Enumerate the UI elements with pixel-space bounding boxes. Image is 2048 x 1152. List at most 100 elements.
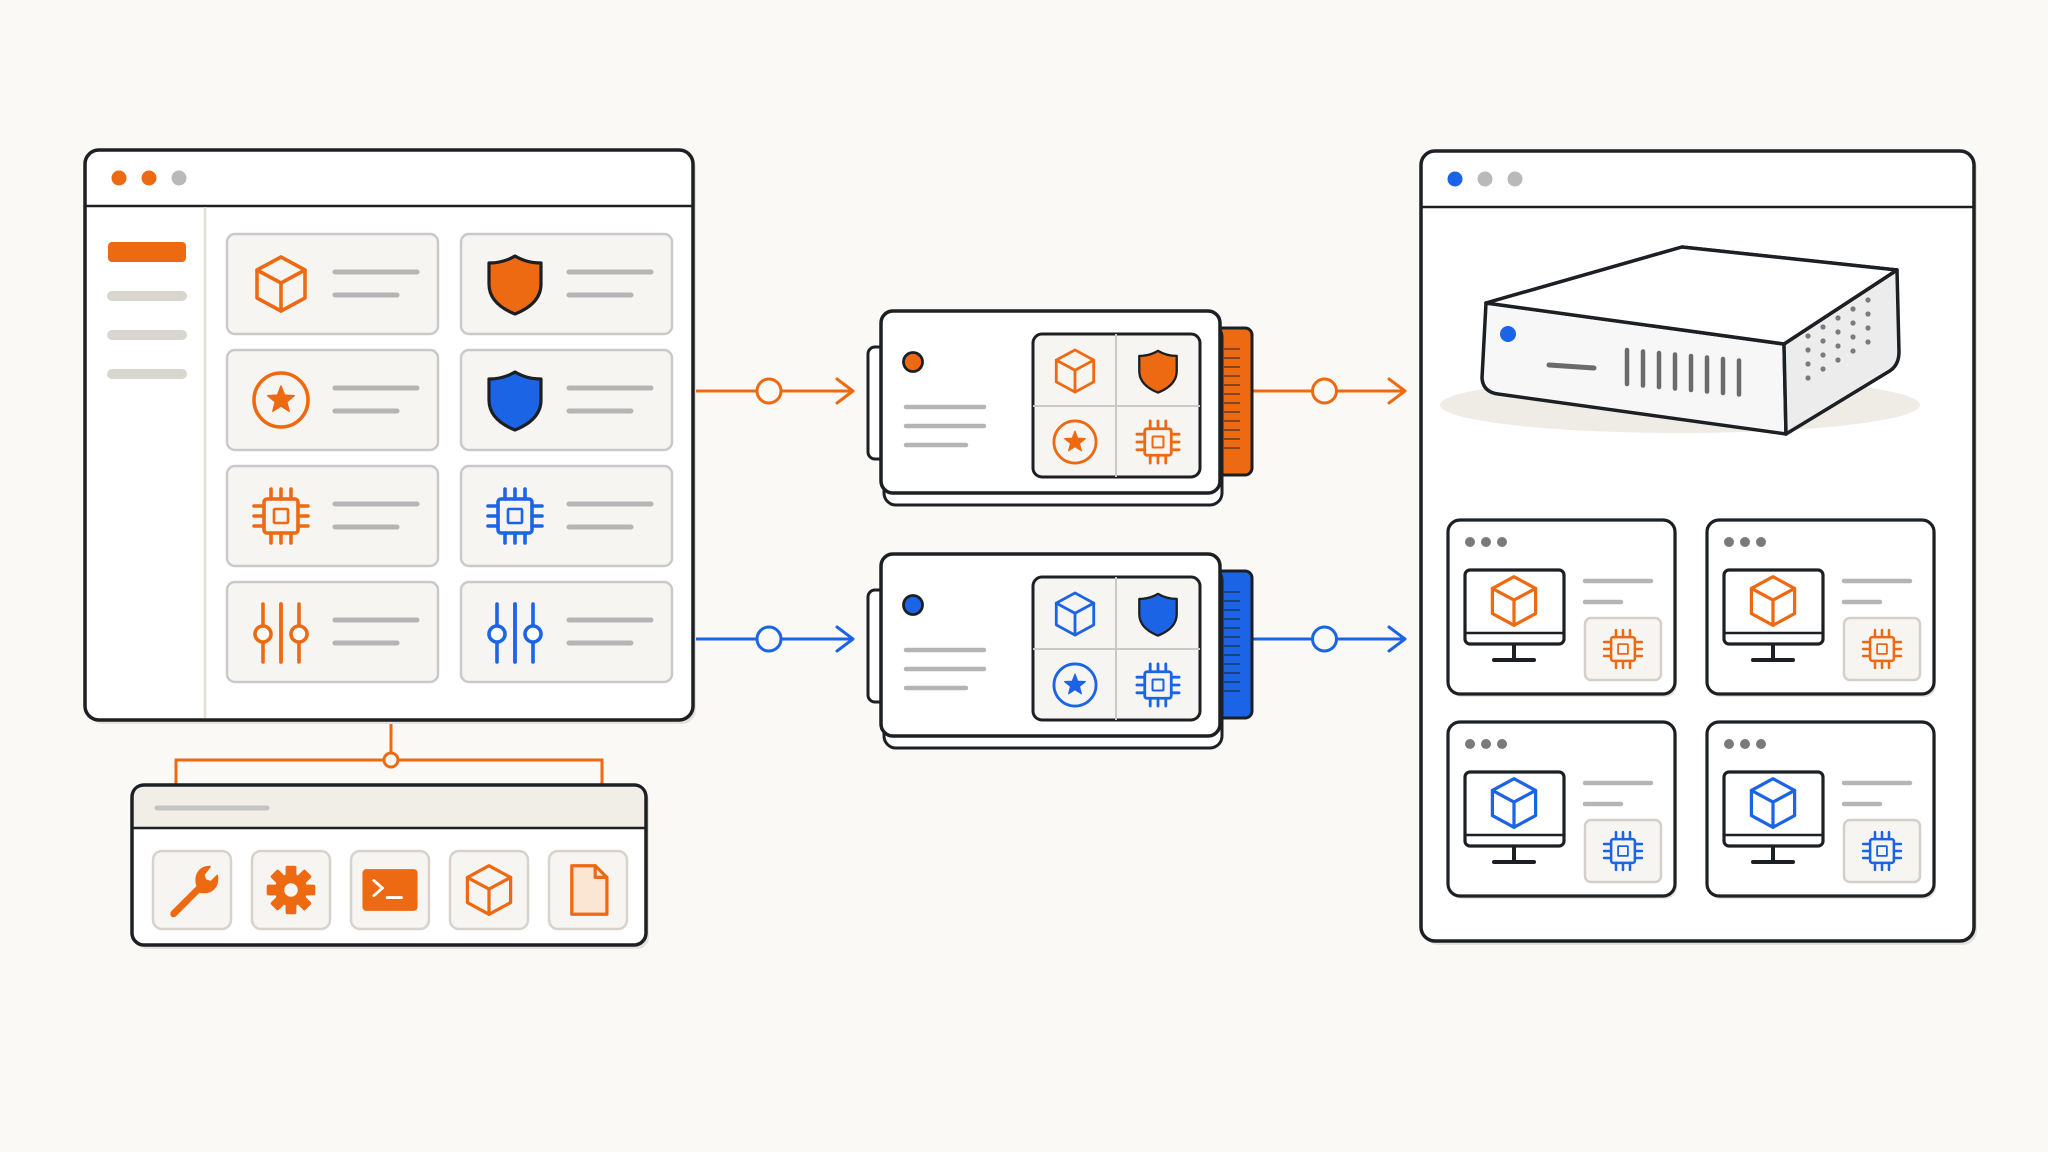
connector-node — [1311, 377, 1338, 405]
server-appliance-icon — [1440, 245, 1920, 436]
connector-orange-package-target-window — [1252, 377, 1407, 405]
server-slot — [1546, 362, 1597, 371]
tile-card — [225, 348, 440, 452]
titlebar-dot — [141, 170, 157, 186]
client-chip-card — [1842, 818, 1922, 884]
gear-icon — [266, 865, 316, 915]
monitor-cube-icon — [1463, 568, 1566, 662]
chip-icon — [252, 487, 310, 545]
server-grille-hole — [1865, 297, 1871, 303]
monitor-cube-icon — [1722, 770, 1825, 864]
chip-icon — [1602, 830, 1644, 872]
orange-package — [866, 309, 1254, 507]
connector-node — [755, 625, 783, 653]
client-dot — [1497, 537, 1507, 547]
server-grille-hole — [1865, 325, 1871, 331]
server-grille-hole — [1805, 347, 1811, 353]
cube-icon — [1490, 575, 1538, 627]
chip-icon — [486, 487, 544, 545]
connector-source-window-toolbox — [174, 720, 604, 786]
server-grille-hole — [1835, 315, 1841, 321]
wrench-icon — [170, 865, 219, 918]
star-badge-icon — [252, 371, 310, 429]
shield-icon — [487, 370, 543, 432]
client-chip-card — [1583, 616, 1663, 682]
tool-slot — [151, 849, 233, 931]
cube-icon — [1749, 575, 1797, 627]
client-window — [1705, 518, 1936, 697]
client-chip-card — [1583, 818, 1663, 884]
shield-icon — [487, 254, 543, 316]
tool-slot — [349, 849, 431, 931]
connector-source-window-orange-package — [693, 377, 855, 405]
target-window — [1419, 149, 1977, 945]
tile — [225, 348, 440, 452]
client-dot — [1740, 739, 1750, 749]
client-dot — [1740, 537, 1750, 547]
client-dot — [1724, 537, 1734, 547]
client-window — [1446, 518, 1677, 697]
package-status-dot — [902, 594, 924, 616]
server-grille-hole — [1865, 311, 1871, 317]
server-grille-hole — [1850, 306, 1856, 312]
arrow-head — [1387, 625, 1407, 653]
source-window — [83, 148, 696, 724]
tile — [459, 348, 674, 452]
cube-icon — [1054, 591, 1096, 637]
star-badge-icon — [1052, 662, 1098, 708]
star-badge-icon — [1052, 419, 1098, 465]
sliders-icon — [253, 602, 309, 664]
server-grille-hole — [1805, 333, 1811, 339]
client-dot — [1465, 537, 1475, 547]
chip-icon — [1861, 830, 1903, 872]
connector-blue-package-target-window — [1252, 625, 1407, 653]
shield-icon — [1138, 349, 1178, 394]
tool-slot — [250, 849, 332, 931]
sidebar-item-active — [108, 242, 186, 262]
server-grille-hole — [1865, 339, 1871, 345]
server-grille-hole — [1820, 352, 1826, 358]
server-grille-hole — [1835, 343, 1841, 349]
connector-source-window-blue-package — [693, 625, 855, 653]
server-grille-hole — [1820, 324, 1826, 330]
tile — [459, 232, 674, 336]
client-window — [1705, 720, 1936, 899]
titlebar-dot — [1447, 171, 1463, 187]
monitor-cube-icon — [1463, 770, 1566, 864]
arrow-head — [835, 625, 855, 653]
cube-icon — [255, 255, 307, 313]
titlebar-dot — [171, 170, 187, 186]
server-side — [1782, 268, 1901, 436]
client-dot — [1481, 739, 1491, 749]
arrow-head — [1387, 377, 1407, 405]
server-grille-hole — [1850, 348, 1856, 354]
chip-icon — [1861, 628, 1903, 670]
client-dot — [1756, 739, 1766, 749]
server-grille-hole — [1835, 357, 1841, 363]
client-dot — [1481, 537, 1491, 547]
cube-icon — [1490, 777, 1538, 829]
server-front — [1480, 301, 1788, 436]
chip-icon — [1602, 628, 1644, 670]
monitor-cube-icon — [1722, 568, 1825, 662]
cube-icon — [1749, 777, 1797, 829]
connector-node — [755, 377, 783, 405]
toolbox-header — [134, 787, 644, 827]
server-led — [1500, 326, 1516, 342]
terminal-icon — [362, 869, 418, 911]
document-icon — [570, 864, 609, 916]
server-top-face — [1484, 245, 1899, 346]
client-window — [1446, 720, 1677, 899]
client-chip-card — [1842, 616, 1922, 682]
arrow-head — [835, 377, 855, 405]
tile — [225, 464, 440, 568]
titlebar-dot — [111, 170, 127, 186]
client-dot — [1497, 739, 1507, 749]
blue-package — [866, 552, 1254, 750]
connector-node — [1311, 625, 1338, 653]
toolbox-panel — [130, 783, 649, 949]
cube-icon — [1054, 348, 1096, 394]
chip-icon — [1135, 419, 1181, 465]
tool-slot — [547, 849, 629, 931]
